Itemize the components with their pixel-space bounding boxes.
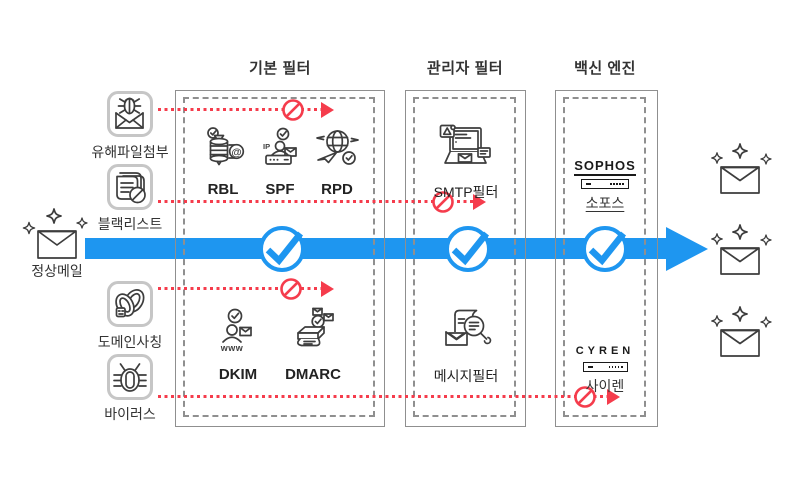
- basic-filter-dashed-border: [183, 97, 375, 417]
- dotted-line: [158, 200, 474, 203]
- arrow-head: [321, 281, 334, 297]
- spoofing-masks-icon: [115, 289, 145, 318]
- envelope-flap: [720, 329, 760, 345]
- threat-label-blacklist: 블랙리스트: [97, 216, 163, 232]
- sparkle-icon: [760, 234, 772, 246]
- dkim-icon: www: [220, 308, 252, 353]
- filter-label-dmarc: DMARC: [285, 366, 341, 383]
- mail-flow-arrow-head: [666, 227, 708, 271]
- filter-label-rbl: RBL: [207, 181, 239, 198]
- filter-label-smtp: SMTP필터: [433, 184, 499, 200]
- delivered-mail-icon: [711, 224, 772, 275]
- arrow-head: [473, 194, 486, 210]
- no-entry-icon: [282, 99, 304, 121]
- threat-virus: [107, 354, 153, 400]
- appliance-dash: [586, 183, 591, 185]
- sparkle-icon: [711, 152, 723, 164]
- rbl-icon: @: [207, 127, 245, 166]
- stage-title-antivirus-engine: 백신 엔진: [574, 60, 636, 77]
- appliance-leds: [608, 366, 623, 368]
- envelope-flap: [720, 166, 760, 182]
- delivered-mail-icon: [711, 306, 772, 357]
- rpd-icon: [316, 130, 359, 165]
- dmarc-icon: [297, 307, 334, 347]
- filter-label-dkim: DKIM: [218, 366, 258, 383]
- engine-label-sophos: 소포스: [585, 195, 625, 211]
- stage-title-admin-filter: 관리자 필터: [426, 60, 504, 77]
- smtp-filter-icon: [439, 124, 491, 164]
- threat-blacklist: [107, 164, 153, 210]
- checkpoint-check-icon: [582, 226, 628, 272]
- sparkle-icon: [711, 315, 723, 327]
- dotted-line: [158, 287, 322, 290]
- no-entry-icon: [280, 278, 302, 300]
- bug-in-envelope-icon: [115, 97, 144, 129]
- threat-label-domain-spoofing: 도메인사칭: [97, 334, 163, 350]
- blocked-arrow-domain-spoofing: [158, 277, 334, 301]
- arrow-head: [321, 102, 334, 118]
- blacklist-document-icon: [116, 172, 146, 204]
- sophos-logo: SOPHOS: [574, 158, 636, 176]
- spf-icon: IP: [263, 127, 297, 165]
- checkpoint-check-icon: [445, 226, 491, 272]
- clean-mail-icon: [22, 208, 88, 259]
- appliance-dash: [587, 366, 593, 368]
- mail-flow-arrow-band: [85, 238, 667, 259]
- appliance-leds: [610, 183, 624, 185]
- sparkle-icon: [732, 306, 748, 322]
- message-filter-icon: [445, 309, 492, 346]
- cyren-engine: CYREN 사이렌: [560, 341, 650, 396]
- sophos-appliance-icon: [581, 179, 629, 189]
- envelope-flap: [37, 230, 77, 246]
- filter-label-spf: SPF: [265, 181, 295, 198]
- stage-title-basic-filter: 기본 필터: [249, 60, 311, 77]
- engine-label-cyren: 사이렌: [585, 378, 625, 394]
- envelope-flap: [720, 247, 760, 263]
- filter-label-message: 메시지필터: [433, 368, 499, 384]
- sparkle-icon: [732, 224, 748, 240]
- checkpoint-check-icon: [259, 226, 305, 272]
- blocked-arrow-blacklist: [158, 190, 486, 214]
- threat-label-virus: 바이러스: [104, 406, 156, 422]
- no-entry-icon: [574, 386, 596, 408]
- threat-domain-spoofing: [107, 281, 153, 327]
- sparkle-icon: [76, 217, 88, 229]
- admin-filter-dashed-border: [413, 97, 516, 417]
- threat-label-harmful-attachment: 유해파일첨부: [91, 144, 169, 160]
- sparkle-icon: [732, 143, 748, 159]
- dotted-line: [158, 108, 322, 111]
- arrow-head: [607, 389, 620, 405]
- sparkle-icon: [22, 221, 36, 235]
- cyren-appliance-icon: [582, 362, 628, 372]
- svg-text:@: @: [231, 146, 241, 158]
- svg-text:www: www: [220, 343, 244, 353]
- sparkle-icon: [46, 208, 62, 224]
- svg-text:IP: IP: [263, 142, 270, 151]
- clean-mail-label: 정상메일: [31, 263, 83, 279]
- antivirus-engine-dashed-border: [563, 97, 646, 417]
- antivirus-engine-box: [555, 90, 658, 427]
- blocked-arrow-virus: [158, 385, 620, 409]
- cyren-logo: CYREN: [575, 345, 635, 357]
- blocked-arrow-harmful-attachment: [158, 98, 334, 122]
- dotted-line: [158, 395, 608, 398]
- filter-label-rpd: RPD: [321, 181, 353, 198]
- basic-filter-box: [175, 90, 385, 427]
- sparkle-icon: [711, 233, 723, 245]
- threat-harmful-attachment: [107, 91, 153, 137]
- no-entry-icon: [432, 191, 454, 213]
- admin-filter-box: [405, 90, 526, 427]
- sophos-engine: SOPHOS 소포스: [560, 157, 650, 213]
- sparkle-icon: [760, 316, 772, 328]
- sparkle-icon: [760, 153, 772, 165]
- delivered-mail-icon: [711, 143, 772, 194]
- virus-bug-icon: [113, 363, 147, 392]
